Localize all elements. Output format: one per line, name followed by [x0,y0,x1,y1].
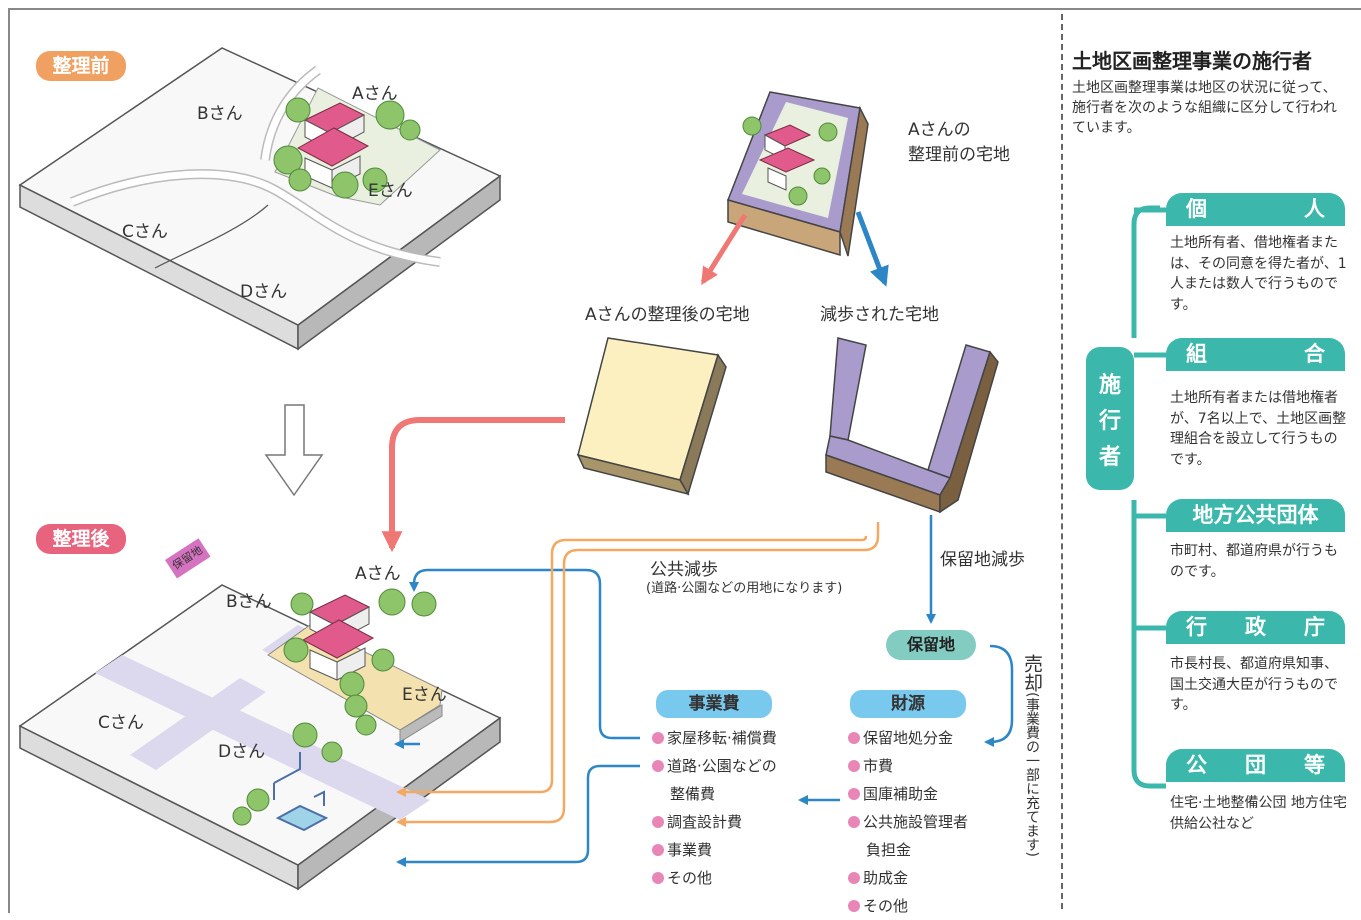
bullet-dot [848,816,860,828]
reduced-lot-icon [825,337,999,514]
sale-label: 売却(事業費の一部に充てます) [1021,654,1043,857]
list-item: 市費 [848,752,968,780]
after-badge: 整理後 [36,524,126,554]
bullet-dot [652,872,664,884]
blue-arrow-to-reduced [855,211,889,287]
red-arrow-to-a-after [700,213,748,285]
list-item: 調査設計費 [652,808,777,836]
list-item: その他 [848,892,968,920]
a-before-lot-label: Aさんの 整理前の宅地 [908,120,1010,165]
hollow-down-arrow [264,404,324,497]
before-name-d: Dさん [240,282,288,302]
list-item: 家屋移転·補償費 [652,724,777,752]
side-title: 土地区画整理事業の施行者 [1072,49,1312,73]
before-trees-icon [273,97,421,199]
after-name-c: Cさん [98,713,144,733]
before-name-e: Eさん [368,181,413,201]
funds-list: 保留地処分金 市費 国庫補助金 公共施設管理者 負担金 助成金 その他 [848,724,968,920]
after-name-b: Bさん [226,592,272,612]
before-name-a: Aさん [352,84,398,104]
bullet-dot [848,732,860,744]
list-item: 道路·公園などの [652,752,777,780]
orange-line-public-2 [396,535,868,797]
list-item: 助成金 [848,864,968,892]
funds-title: 財源 [850,690,966,718]
a-after-lot-label: Aさんの整理後の宅地 [585,305,750,325]
side-item-desc-individual: 土地所有者、借地権者または、その同意を得た者が、1人または数人で行うものです。 [1170,235,1347,313]
public-reduction-label: 公共減歩 [650,560,718,580]
reserve-reduction-label: 保留地減歩 [940,550,1025,570]
list-item: 公共施設管理者 [848,808,968,836]
bullet-dot [848,760,860,772]
after-trees-icon [232,588,437,826]
outer-frame [8,8,1361,913]
side-item-desc-public-corp: 住宅·土地整備公団 地方住宅供給公社など [1170,795,1347,832]
before-name-c: Cさん [122,222,168,242]
side-item-title-individual: 個 人 [1166,193,1345,226]
side-item-title-local-gov: 地方公共団体 [1166,499,1345,532]
a-after-lot-icon [576,337,727,496]
list-item: 保留地処分金 [848,724,968,752]
after-land-block [18,584,502,891]
public-reduction-note: (道路·公園などの用地になります) [646,581,843,596]
red-arrow-to-after-block [381,417,565,553]
side-item-desc-local-gov: 市町村、都道府県が行うものです。 [1170,543,1338,580]
costs-title: 事業費 [656,690,772,718]
list-item: 負担金 [866,841,912,859]
list-item: 整備費 [670,785,716,803]
before-badge: 整理前 [36,51,126,81]
bullet-dot [652,760,664,772]
after-name-e: Eさん [402,685,447,705]
side-item-title-association: 組 合 [1166,338,1345,371]
reduced-lot-label: 減歩された宅地 [820,305,939,325]
side-item-title-admin: 行 政 庁 [1166,611,1345,644]
costs-list: 家屋移転·補償費 道路·公園などの 整備費 調査設計費 事業費 その他 [652,724,777,892]
dashed-divider [1061,14,1063,909]
bullet-dot [652,732,664,744]
after-name-a: Aさん [355,564,401,584]
blue-arrow-sale [984,644,1014,747]
bullet-dot [848,872,860,884]
side-item-desc-association: 土地所有者または借地権者が、7名以上で、土地区画整理組合を設立して行うものです。 [1170,390,1347,468]
bullet-dot [848,788,860,800]
a-before-lot-icon [727,91,869,257]
after-name-d: Dさん [218,742,266,762]
bullet-dot [652,816,664,828]
list-item: 国庫補助金 [848,780,968,808]
side-item-title-public-corp: 公 団 等 [1166,749,1345,782]
reserve-land-pill: 保留地 [886,630,976,660]
orange-line-public-1 [396,522,880,827]
before-name-b: Bさん [197,104,243,124]
blue-line-to-park [396,764,640,867]
side-item-desc-admin: 市長村長、都道府県知事、国土交通大臣が行うものです。 [1170,656,1338,713]
bullet-dot [848,900,860,912]
before-land-block [18,47,502,351]
list-item: 事業費 [652,836,777,864]
side-intro: 土地区画整理事業は地区の状況に従って、施行者を次のような組織に区分して行われてい… [1072,80,1337,136]
blue-line-to-house [409,568,640,740]
after-house-icon [301,594,375,681]
executor-pill [1086,347,1134,490]
park-equipment-icon [273,752,329,832]
list-item: その他 [652,864,777,892]
bullet-dot [652,844,664,856]
executor-label: 施 行 者 [1098,373,1121,470]
